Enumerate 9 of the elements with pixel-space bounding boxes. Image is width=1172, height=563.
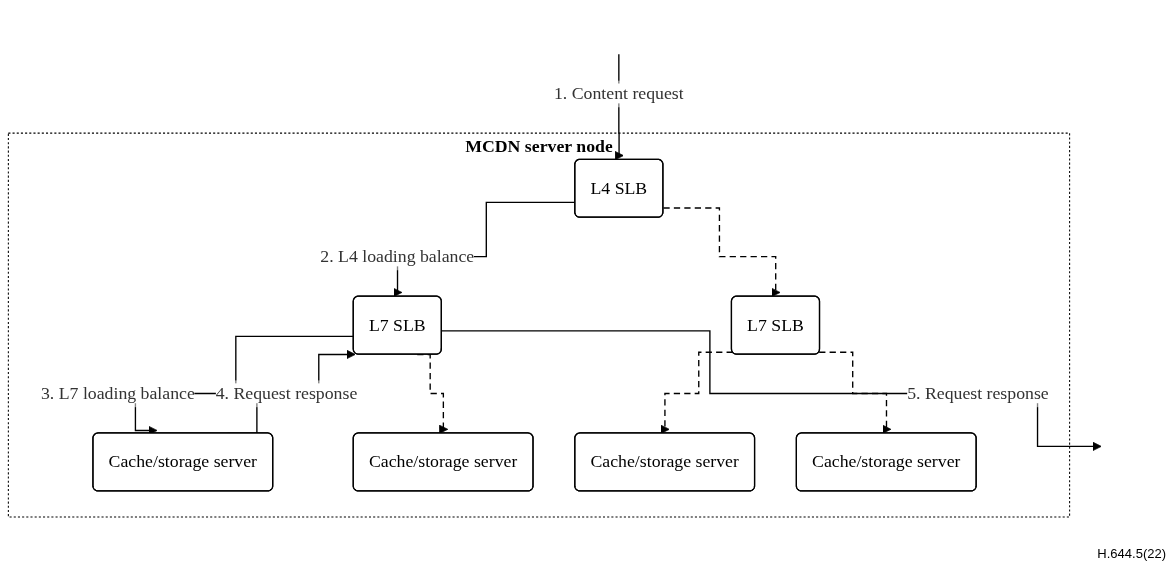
edge-label: 3. L7 loading balance: [40, 383, 195, 404]
arrow: [662, 207, 781, 298]
arrow: [818, 351, 892, 434]
edge-label: 1. Content request: [553, 83, 684, 104]
edge-label: 4. Request response: [215, 383, 358, 404]
edge-label: 5. Request response: [907, 383, 1049, 404]
arrow: [441, 330, 1102, 451]
edge-label: 2. L4 loading balance: [320, 246, 475, 267]
figure-number: H.644.5(22): [1097, 546, 1166, 561]
